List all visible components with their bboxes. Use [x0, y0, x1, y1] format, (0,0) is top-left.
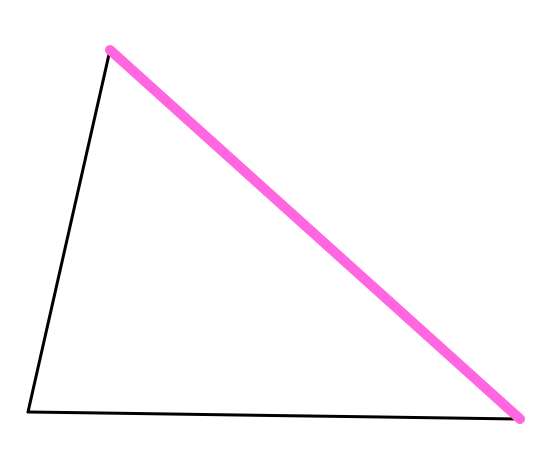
triangle: [26, 45, 525, 424]
bottom-edge: [26, 410, 523, 421]
left-edge: [26, 48, 112, 414]
hypotenuse: [105, 45, 525, 424]
